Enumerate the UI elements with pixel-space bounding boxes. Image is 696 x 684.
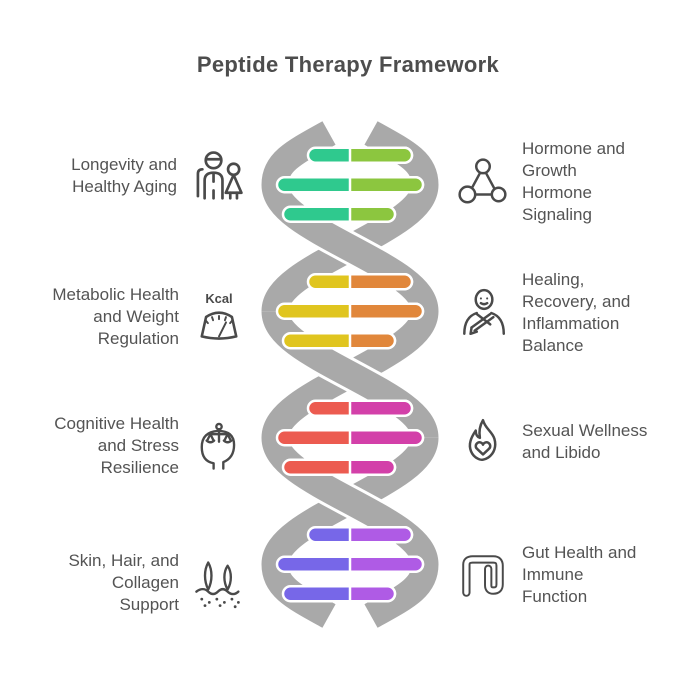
item-label: Gut Health and Immune Function	[522, 543, 637, 606]
dna-rung	[281, 585, 397, 603]
item-metabolic: Metabolic Health and Weight Regulation K…	[52, 284, 247, 350]
item-cognitive: Cognitive Health and Stress Resilience	[54, 413, 247, 479]
item-sexual-wellness: Sexual Wellness and Libido	[456, 415, 647, 469]
person-sling-icon	[456, 286, 510, 340]
item-label: Healing, Recovery, and Inflammation Bala…	[522, 270, 631, 355]
dna-rung	[306, 146, 414, 164]
dna-rung	[306, 399, 414, 417]
molecule-triangle-icon	[456, 155, 510, 209]
dna-rung	[281, 332, 397, 350]
intestine-icon	[456, 548, 510, 602]
dna-rung	[275, 429, 425, 447]
item-label: Cognitive Health and Stress Resilience	[54, 414, 179, 477]
item-longevity: Longevity and Healthy Aging	[71, 147, 247, 205]
dna-rung	[275, 555, 425, 573]
elderly-couple-icon	[189, 147, 247, 205]
head-balance-icon	[191, 418, 247, 474]
item-healing: Healing, Recovery, and Inflammation Bala…	[456, 269, 630, 357]
item-label: Sexual Wellness and Libido	[522, 421, 648, 462]
page-title: Peptide Therapy Framework	[196, 52, 500, 77]
dna-rung	[281, 458, 397, 476]
dna-rung	[275, 176, 425, 194]
hair-follicle-icon	[191, 555, 247, 611]
item-label: Skin, Hair, and Collagen Support	[68, 551, 179, 614]
kcal-scale-icon: Kcal	[191, 289, 247, 345]
item-label: Hormone and Growth Hormone Signaling	[522, 139, 626, 224]
svg-text:Kcal: Kcal	[205, 291, 232, 306]
dna-rung	[306, 526, 414, 544]
dna-rung	[281, 205, 397, 223]
dna-rung	[306, 273, 414, 291]
flame-heart-icon	[456, 415, 510, 469]
item-label: Longevity and Healthy Aging	[71, 155, 177, 196]
dna-rung	[275, 302, 425, 320]
helix-strand-right-over	[258, 309, 442, 440]
item-gut-health: Gut Health and Immune Function	[456, 542, 636, 608]
item-hormone: Hormone and Growth Hormone Signaling	[456, 138, 625, 226]
item-skin-hair: Skin, Hair, and Collagen Support	[68, 550, 247, 616]
item-label: Metabolic Health and Weight Regulation	[52, 285, 179, 348]
